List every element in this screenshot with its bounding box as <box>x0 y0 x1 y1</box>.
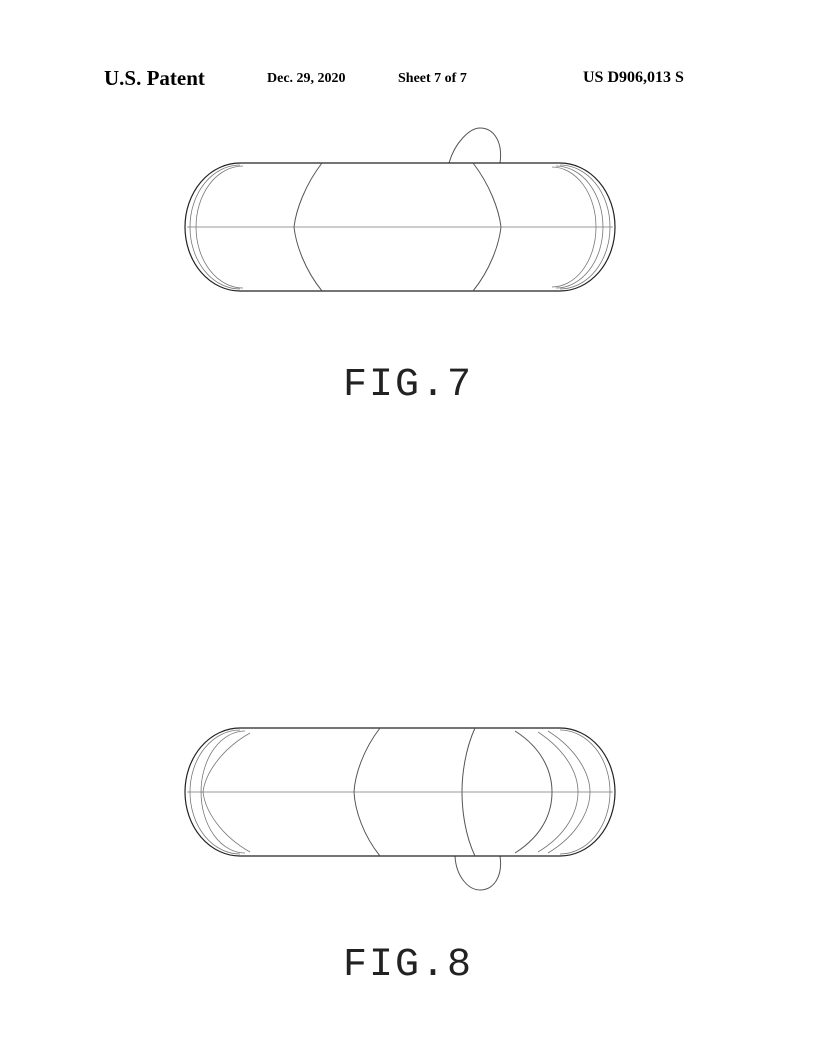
fig7-label: FIG.7 <box>0 363 816 408</box>
patent-office-title: U.S. Patent <box>104 66 205 91</box>
sheet-number: Sheet 7 of 7 <box>398 71 467 87</box>
fig7-drawing <box>0 120 816 300</box>
patent-header: U.S. Patent Dec. 29, 2020 Sheet 7 of 7 U… <box>0 66 816 96</box>
patent-date: Dec. 29, 2020 <box>267 71 346 87</box>
patent-number: US D906,013 S <box>583 69 684 87</box>
fig7-capsule-illustration <box>0 120 816 300</box>
fig8-label: FIG.8 <box>0 943 816 988</box>
fig8-drawing <box>0 705 816 900</box>
fig7-tab <box>449 128 501 163</box>
fig8-tab <box>455 856 501 890</box>
fig8-capsule-illustration <box>0 705 816 900</box>
